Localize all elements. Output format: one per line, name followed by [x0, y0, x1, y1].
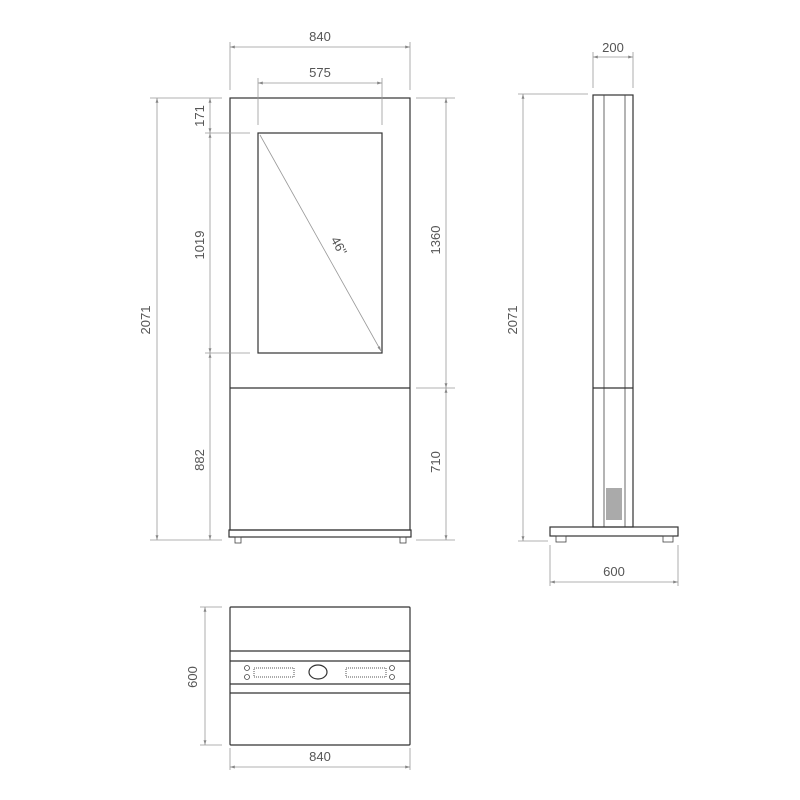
- top-bezel-label: 171: [192, 105, 207, 127]
- mount-hole: [389, 674, 395, 680]
- screen-width-label: 575: [309, 65, 331, 80]
- top-depth-label: 600: [185, 666, 200, 688]
- vent-left: [253, 667, 295, 678]
- column: [592, 94, 634, 528]
- side-view: 200 2071 600: [505, 40, 679, 586]
- base-plate: [549, 526, 679, 537]
- base-plinth: [228, 529, 412, 538]
- cabinet-height-label: 710: [428, 451, 443, 473]
- vent-grille: [606, 488, 622, 520]
- mount-hole: [244, 674, 250, 680]
- foot: [399, 536, 407, 544]
- side-height-label: 2071: [505, 306, 520, 335]
- lower-height-label: 882: [192, 449, 207, 471]
- foot: [234, 536, 242, 544]
- vent-right: [345, 667, 387, 678]
- foot: [662, 535, 674, 543]
- center-fixture: [308, 664, 328, 680]
- diagonal-line: [259, 134, 382, 352]
- width-label: 840: [309, 29, 331, 44]
- diagonal-label: 46": [328, 234, 351, 258]
- screen: [257, 132, 383, 354]
- mount-hole: [389, 665, 395, 671]
- top-width-label: 840: [309, 749, 331, 764]
- top-view: 600 840: [185, 606, 411, 770]
- foot: [555, 535, 567, 543]
- top-outline: [229, 606, 411, 746]
- mount-hole: [244, 665, 250, 671]
- kiosk-body: [229, 97, 411, 531]
- height-label: 2071: [138, 306, 153, 335]
- depth-label: 200: [602, 40, 624, 55]
- screen-height-label: 1019: [192, 231, 207, 260]
- upper-height-label: 1360: [428, 226, 443, 255]
- front-view: 46" 840 575 2071 171 1019 882 1360 710: [138, 29, 455, 544]
- base-label: 600: [603, 564, 625, 579]
